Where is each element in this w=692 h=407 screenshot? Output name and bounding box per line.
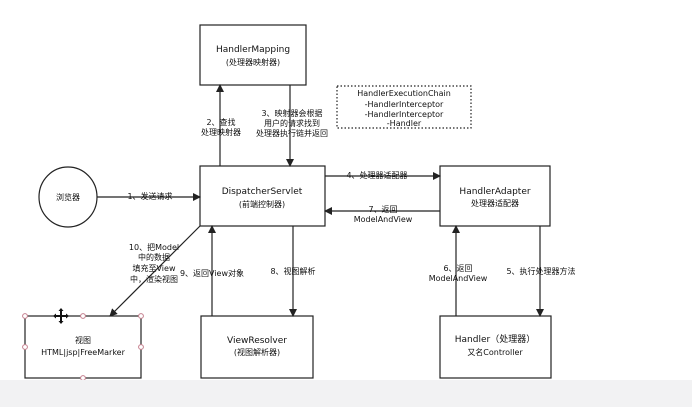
node-handler-box <box>439 315 552 379</box>
node-view-resolver-title: ViewResolver <box>227 336 287 346</box>
node-dispatcher-servlet-subtitle: (前端控制器) <box>239 199 285 209</box>
edge-step6-label: 6、返回 <box>443 264 472 273</box>
node-view-subtitle: HTML|jsp|FreeMarker <box>41 348 125 357</box>
node-view-resolver-box <box>200 315 314 379</box>
resize-handle[interactable] <box>138 344 144 350</box>
node-dispatcher-servlet[interactable]: DispatcherServlet (前端控制器) <box>199 165 326 227</box>
edge-step2-label: 2、查找 <box>206 117 235 127</box>
node-handler-adapter[interactable]: HandlerAdapter 处理器适配器 <box>439 165 551 227</box>
edge-step10-label: 中的数据 <box>138 252 170 262</box>
node-handler-adapter-title: HandlerAdapter <box>459 187 530 197</box>
edge-step1-label: 1、发送请求 <box>127 191 172 201</box>
execution-chain-note[interactable]: HandlerExecutionChain -HandlerIntercepto… <box>336 85 472 129</box>
node-handler-adapter-box <box>439 165 551 227</box>
node-handler-mapping-box <box>199 24 307 86</box>
node-view-title: 视图 <box>75 335 91 345</box>
edge-step7-label: ModelAndView <box>354 215 413 224</box>
resize-handle[interactable] <box>80 375 86 380</box>
node-handler-title: Handler（处理器） <box>455 333 535 345</box>
footer-strip <box>0 380 692 407</box>
edge-step3-label: 处理器执行链并返回 <box>256 128 328 138</box>
node-browser[interactable]: 浏览器 <box>38 166 98 228</box>
node-handler-mapping-title: HandlerMapping <box>216 45 290 55</box>
resize-handle[interactable] <box>22 313 28 319</box>
edge-step10-label: 填充至View <box>133 263 176 273</box>
execution-chain-box <box>336 85 472 129</box>
node-handler-mapping[interactable]: HandlerMapping (处理器映射器) <box>199 24 307 86</box>
edge-step10-label: 中，渲染视图 <box>130 274 178 284</box>
node-view-resolver-subtitle: (视图解析器) <box>234 347 280 357</box>
node-browser-title: 浏览器 <box>56 192 80 202</box>
move-cursor-icon <box>53 308 69 324</box>
edge-step2-label: 处理映射器 <box>201 127 241 137</box>
diagram-canvas: HandlerMapping (处理器映射器) HandlerExecution… <box>22 24 576 380</box>
edge-step3-label: 用户的请求找到 <box>264 118 320 128</box>
resize-handle[interactable] <box>80 313 86 319</box>
execution-chain-line: -HandlerInterceptor <box>365 110 444 119</box>
node-view-box <box>24 315 142 379</box>
edge-step5-label: 5、执行处理器方法 <box>506 266 575 276</box>
node-dispatcher-servlet-title: DispatcherServlet <box>222 187 303 197</box>
node-handler-subtitle: 又名Controller <box>467 347 523 357</box>
edge-step6-label: ModelAndView <box>429 274 488 283</box>
flow-diagram: HandlerMapping (处理器映射器) HandlerExecution… <box>22 24 576 380</box>
node-view-resolver[interactable]: ViewResolver (视图解析器) <box>200 315 314 379</box>
node-view[interactable]: 视图 HTML|jsp|FreeMarker <box>24 315 142 379</box>
selection-handles[interactable] <box>22 313 144 380</box>
execution-chain-line: HandlerExecutionChain <box>357 89 451 98</box>
node-handler-adapter-subtitle: 处理器适配器 <box>471 198 519 208</box>
node-handler-mapping-subtitle: (处理器映射器) <box>226 57 280 67</box>
edge-step10 <box>109 225 201 317</box>
edge-step4-label: 4、处理器适配器 <box>346 170 407 180</box>
execution-chain-line: -Handler <box>387 119 422 128</box>
edge-step3-label: 3、映射器会根据 <box>261 108 322 118</box>
resize-handle[interactable] <box>22 344 28 350</box>
resize-handle[interactable] <box>138 313 144 319</box>
execution-chain-line: -HandlerInterceptor <box>365 100 444 109</box>
edge-step7-label: 7、返回 <box>368 205 397 214</box>
edge-step9-label: 9、返回View对象 <box>180 268 244 278</box>
edge-step8-label: 8、视图解析 <box>270 266 315 276</box>
node-handler[interactable]: Handler（处理器） 又名Controller <box>439 315 552 379</box>
edge-step10-label: 10、把Model <box>129 242 179 252</box>
